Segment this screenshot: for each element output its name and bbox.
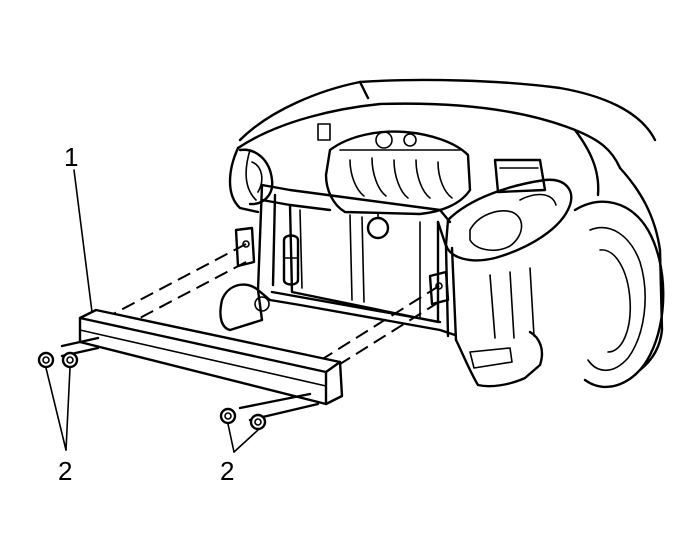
leader-lines	[45, 169, 259, 453]
callout-item-1: 1	[64, 142, 79, 172]
leader-line-item-2-left-b	[65, 367, 71, 451]
bumper-impact-bar	[60, 308, 344, 422]
vehicle-front-end	[228, 78, 664, 372]
right-front-tire	[573, 200, 665, 389]
callout-item-2-right: 2	[220, 456, 235, 486]
right-headlamp	[444, 178, 573, 262]
nuts-right	[219, 407, 267, 431]
leader-line-item-1	[73, 169, 93, 313]
radiator-support	[219, 183, 544, 388]
leader-line-item-2-left-a	[45, 367, 67, 451]
leader-line-item-2-right-b	[233, 429, 259, 453]
callout-item-2-left: 2	[58, 456, 73, 486]
leader-line-item-2-right-a	[227, 423, 235, 453]
nuts-left	[37, 351, 79, 369]
left-headlamp	[238, 148, 274, 206]
engine-assembly	[317, 123, 547, 240]
